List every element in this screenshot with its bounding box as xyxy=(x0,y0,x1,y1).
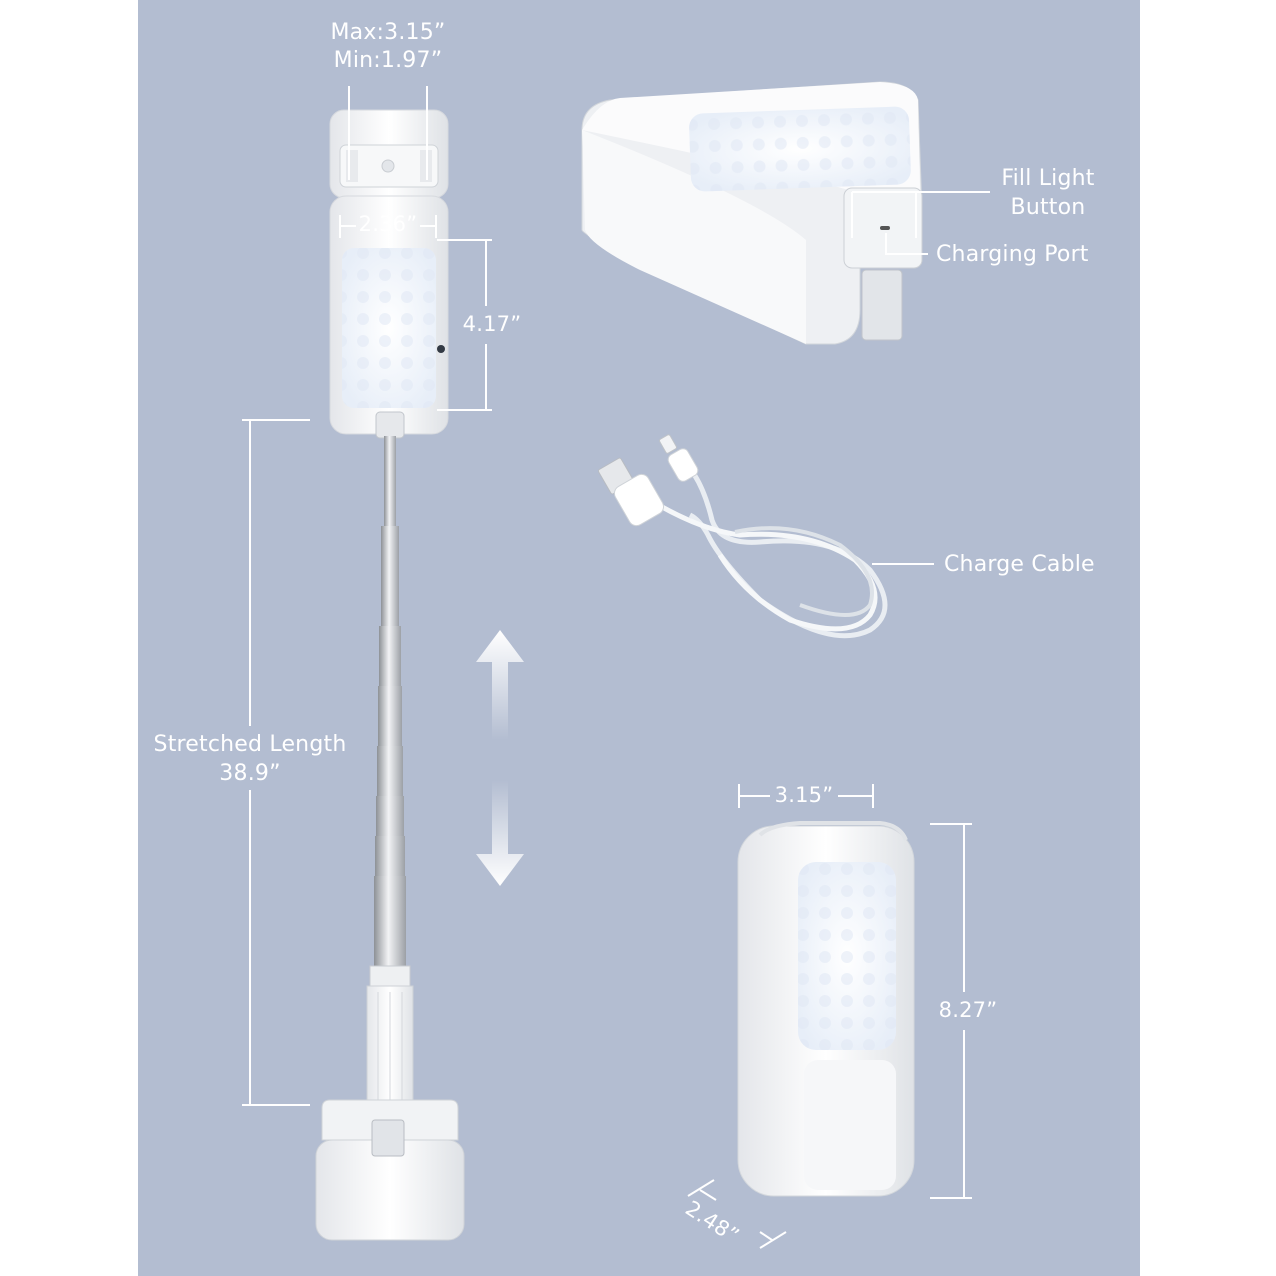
fill-light-button-label: Fill Light xyxy=(1001,166,1095,191)
arrow-down-icon xyxy=(476,780,524,886)
charge-cable xyxy=(597,434,888,639)
pole-section xyxy=(384,436,396,526)
charge-cable-label: Charge Cable xyxy=(944,552,1095,577)
folded-width-label: 3.15” xyxy=(774,783,834,807)
dimension-lines-left xyxy=(242,86,492,1106)
clamp-min-label: Min:1.97” xyxy=(333,48,443,73)
clamp-max-label: Max:3.15” xyxy=(330,20,446,45)
stretched-length-value: 38.9” xyxy=(219,761,281,786)
dimension-lines-right xyxy=(687,784,972,1249)
panel-width-label: 2.36” xyxy=(358,212,418,236)
stretched-length-label: Stretched Length xyxy=(153,732,347,757)
extend-arrows xyxy=(476,630,524,886)
closed-case xyxy=(581,81,923,345)
panel-height-label: 4.17” xyxy=(462,312,522,336)
callout-lines xyxy=(851,191,990,565)
folded-unit xyxy=(737,821,915,1197)
telescopic-stand xyxy=(315,109,465,1241)
micro-usb-plug xyxy=(659,434,677,454)
charging-port-label: Charging Port xyxy=(936,242,1089,267)
fill-light-button-label-line2: Button xyxy=(1010,195,1086,220)
folded-height-label: 8.27” xyxy=(938,998,998,1022)
arrow-up-icon xyxy=(476,630,524,740)
